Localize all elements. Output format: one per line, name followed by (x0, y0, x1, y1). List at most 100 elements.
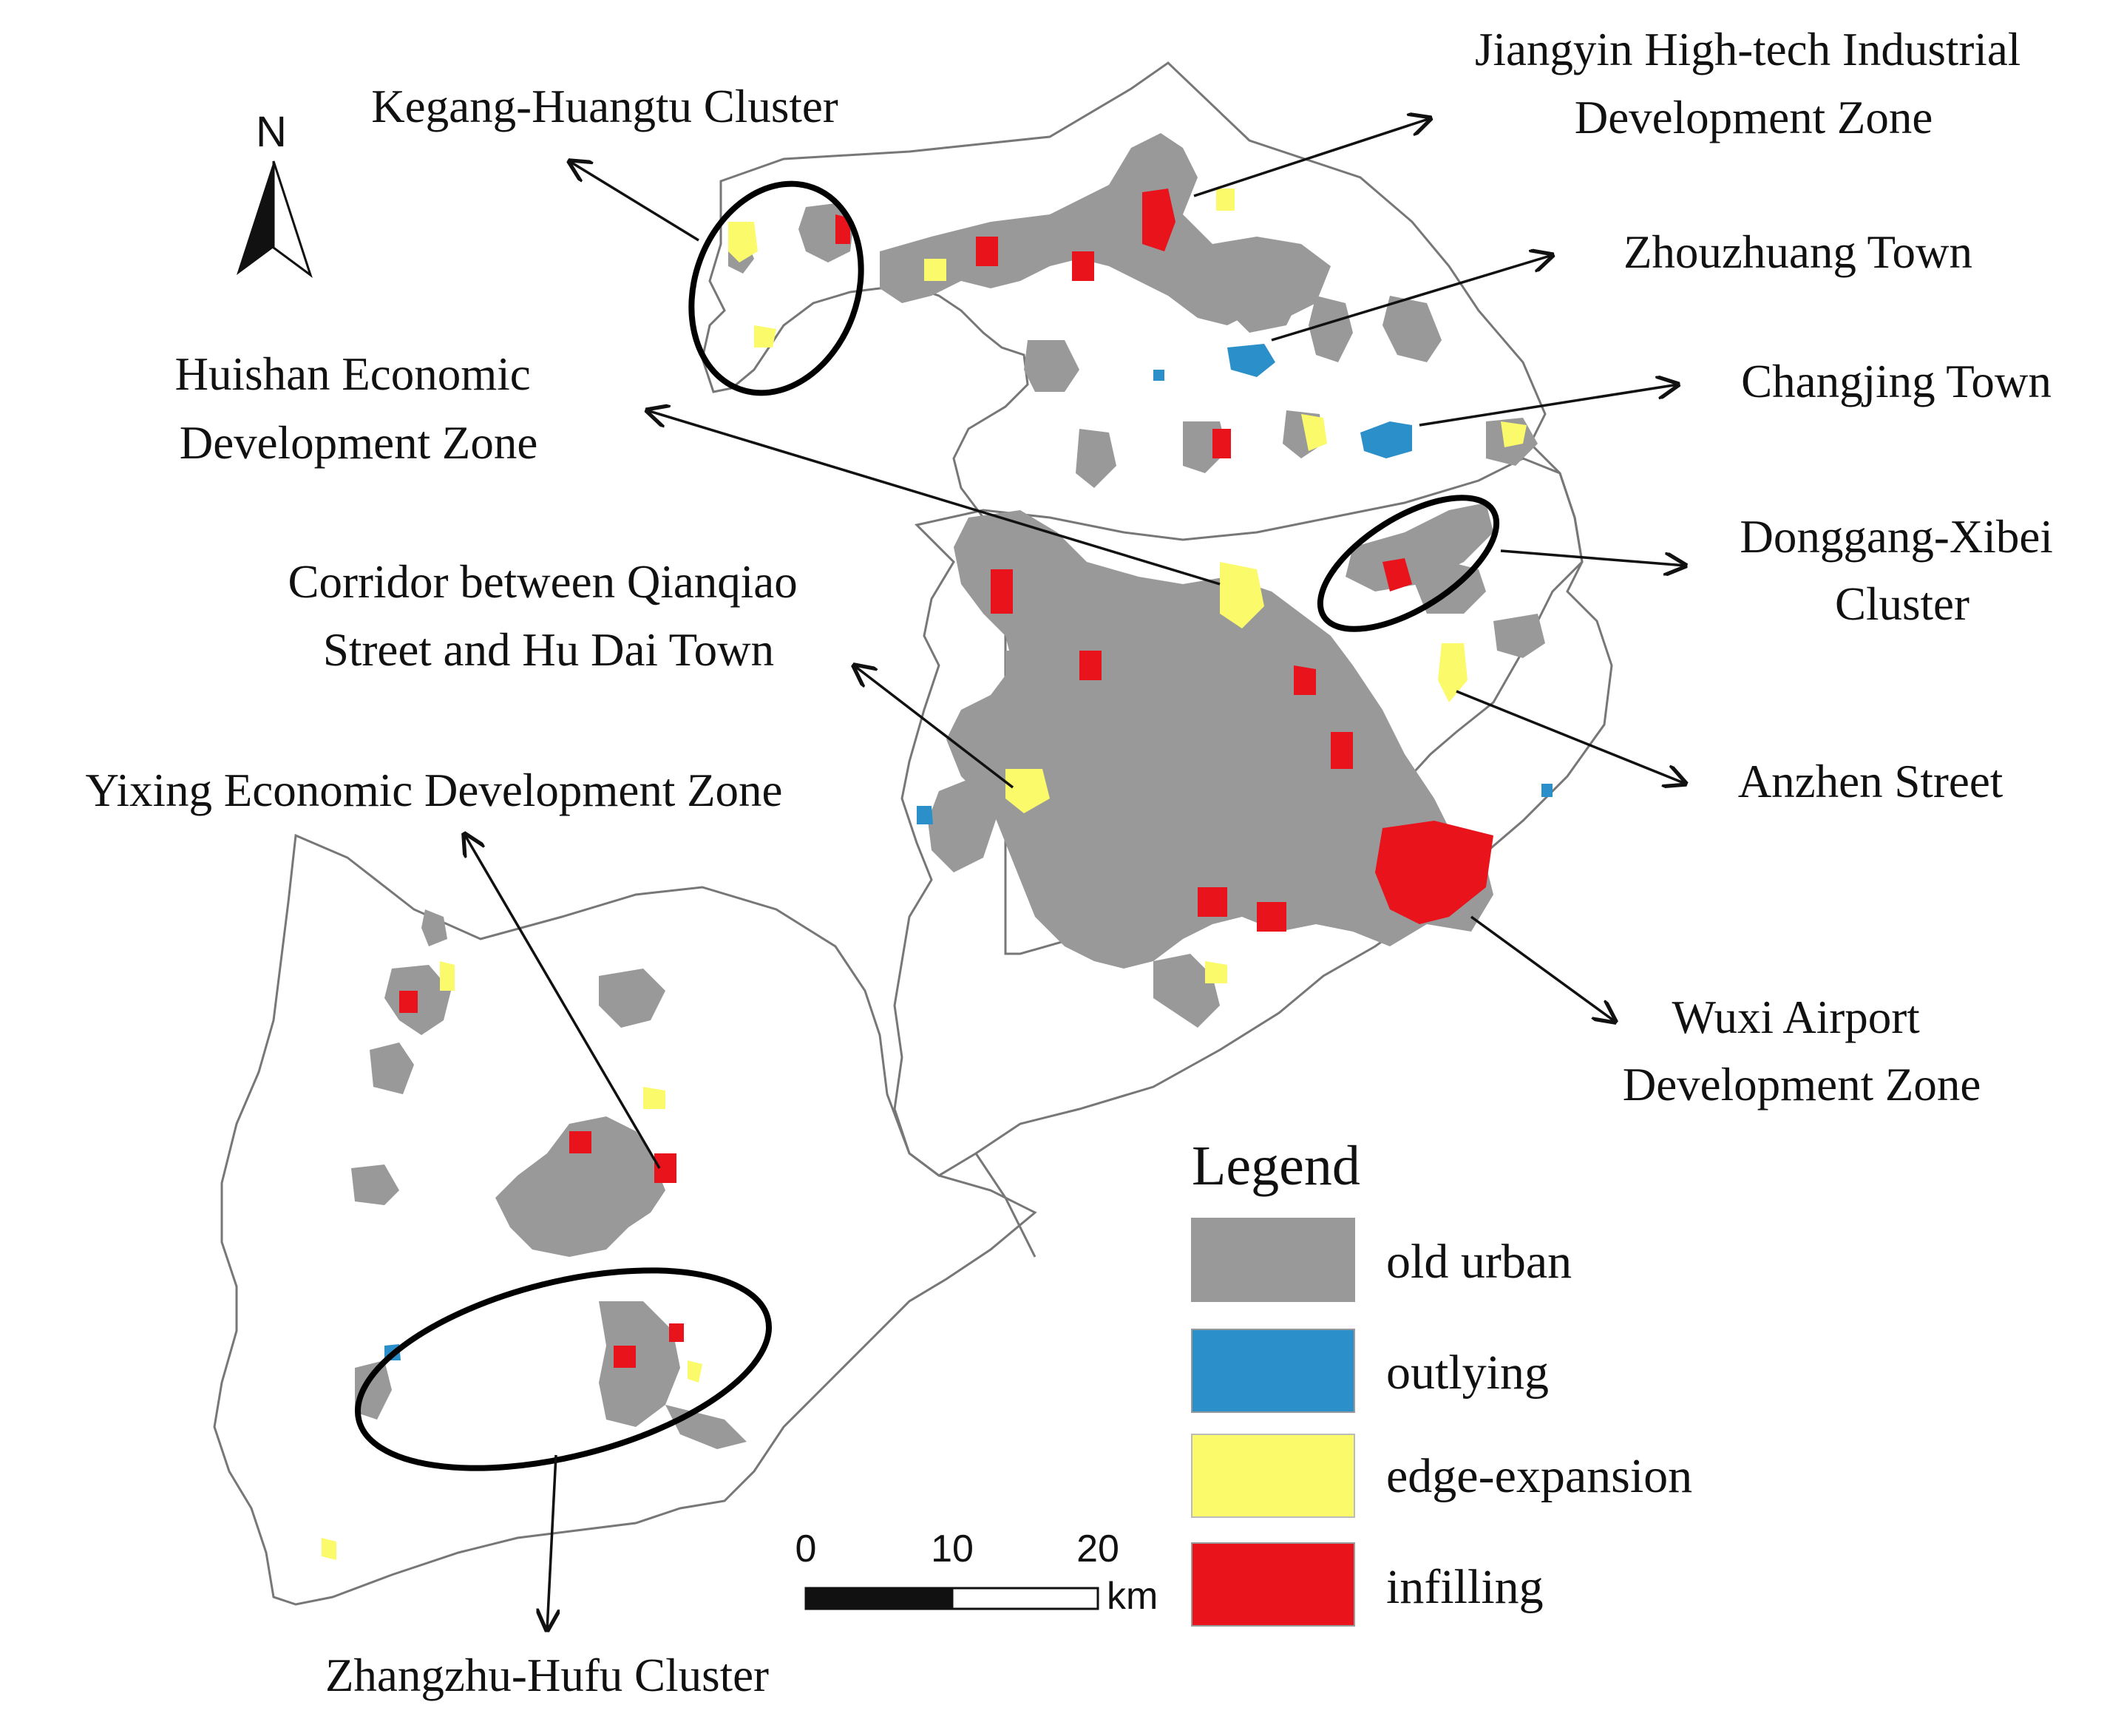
scale-tick-10: 10 (931, 1528, 974, 1570)
southern-boundary (213, 833, 1037, 1606)
old-urban-east-a (1309, 296, 1353, 362)
edge-huishan (1220, 562, 1264, 628)
infill-zhangzhu (614, 1346, 636, 1368)
north-arrow: N (237, 108, 313, 278)
infilling-patches (399, 189, 1493, 1368)
old-urban-north (880, 133, 1331, 325)
outlying-west (917, 806, 933, 824)
legend-label-infilling: infilling (1386, 1560, 1544, 1614)
outlying-changjing (1360, 421, 1412, 458)
label-yixing: Yixing Economic Development Zone (85, 764, 782, 816)
arrow-huishan (647, 410, 1221, 586)
arrow-corridor (854, 665, 1014, 789)
arrow-anzhen (1456, 690, 1686, 784)
north-arrow-right-half (272, 160, 313, 278)
label-wuxi: Wuxi Airport Development Zone (1623, 991, 1981, 1111)
leader-arrows (464, 118, 1686, 1630)
old-urban-northeast (1382, 296, 1442, 362)
edge-yixing (440, 961, 455, 991)
legend-label-outlying: outlying (1386, 1346, 1549, 1400)
edge-south (322, 1538, 336, 1560)
arrow-jiangyin (1193, 118, 1431, 197)
edge-north-b (1216, 189, 1235, 211)
north-label: N (256, 108, 287, 156)
outlying-zhouzhuang (1227, 344, 1275, 377)
label-anzhen: Anzhen Street (1738, 756, 2003, 807)
annotation-labels: Jiangyin High-tech Industrial Developmen… (85, 24, 2064, 1701)
old-urban-patches (351, 133, 1545, 1449)
legend-title: Legend (1192, 1135, 1360, 1197)
edge-kegang-b (754, 325, 776, 347)
label-corridor: Corridor between Qianqiao Street and Hu … (288, 556, 809, 676)
edge-mid-a (1301, 414, 1327, 451)
legend-swatch-old-urban (1191, 1218, 1355, 1302)
old-urban-yixing-b (421, 909, 447, 946)
infill-zhangzhu-b (669, 1323, 684, 1342)
legend-swatch-outlying (1191, 1329, 1355, 1413)
edge-corridor (1005, 769, 1050, 813)
outlying-patches (384, 344, 1553, 1360)
zhangzhu-ellipse (354, 1267, 773, 1471)
internal-line-1 (974, 1153, 1036, 1258)
edge-zhangzhu (688, 1360, 702, 1383)
scale-bar: 0 10 20 km (795, 1528, 1158, 1618)
edge-mid-b (1501, 421, 1527, 447)
infill-yixing-core (654, 1153, 676, 1183)
scale-segment-white (951, 1587, 1099, 1610)
old-urban-west-a (928, 776, 998, 872)
edge-expansion-patches (322, 189, 1527, 1560)
infill-jiangyin (1142, 189, 1175, 251)
legend-label-edge-expansion: edge-expansion (1386, 1449, 1692, 1503)
infill-kegang (835, 214, 850, 244)
infill-core-b (1331, 732, 1353, 769)
infill-yixing-west (399, 991, 418, 1013)
edge-kegang (728, 222, 758, 262)
old-urban-zhouzhuang (1227, 251, 1301, 333)
highlight-ellipses (354, 180, 1500, 1471)
scale-tick-20: 20 (1076, 1528, 1119, 1570)
old-urban-east-d (1493, 614, 1545, 658)
north-arrow-left-half (237, 161, 274, 275)
donggang-ellipse (1317, 495, 1500, 632)
infill-mid-a (1212, 429, 1231, 458)
arrow-yixing (464, 834, 661, 1169)
label-zhouzhuang: Zhouzhuang Town (1623, 226, 1972, 278)
infill-yixing-core-b (569, 1131, 591, 1153)
old-urban-yixing-west-b (370, 1042, 414, 1094)
old-urban-south-a (1175, 976, 1220, 1028)
infill-core-c (1294, 665, 1316, 695)
infill-north-a (1072, 251, 1094, 281)
edge-anzhen (1438, 643, 1468, 702)
edge-south-core (1205, 961, 1227, 983)
infill-wuxi (1375, 821, 1493, 924)
arrow-zhangzhu (547, 1454, 556, 1630)
label-huishan: Huishan Economic Development Zone (175, 348, 543, 469)
infill-south-b (1257, 902, 1286, 932)
edge-yixing-core (643, 1087, 665, 1109)
old-urban-core (946, 510, 1493, 969)
infill-core-west (991, 569, 1013, 614)
scale-segment-black (804, 1587, 954, 1610)
old-urban-yixing-a (599, 969, 665, 1028)
central-boundary (893, 457, 1613, 1177)
label-donggang: Donggang-Xibei Cluster (1740, 511, 2064, 630)
arrow-donggang (1500, 549, 1686, 566)
scale-unit: km (1107, 1575, 1158, 1618)
edge-north (924, 259, 946, 281)
arrow-changjing (1419, 384, 1678, 427)
legend-swatch-edge-expansion (1191, 1434, 1355, 1518)
kegang-ellipse (688, 180, 864, 396)
old-urban-mid-north-a (1024, 340, 1079, 392)
infill-core-a (1079, 651, 1102, 680)
old-urban-yixing-core (495, 1116, 665, 1257)
label-changjing: Changjing Town (1741, 356, 2052, 407)
label-jiangyin: Jiangyin High-tech Industrial Developmen… (1475, 24, 2032, 143)
scale-tick-0: 0 (795, 1528, 817, 1570)
legend-swatch-infilling (1191, 1542, 1355, 1627)
old-urban-mid-north-d (1076, 429, 1116, 488)
old-urban-zhangzhu-a (599, 1301, 680, 1427)
arrow-wuxi (1470, 915, 1615, 1022)
infill-north-b (976, 237, 998, 266)
infill-south-a (1198, 887, 1227, 917)
